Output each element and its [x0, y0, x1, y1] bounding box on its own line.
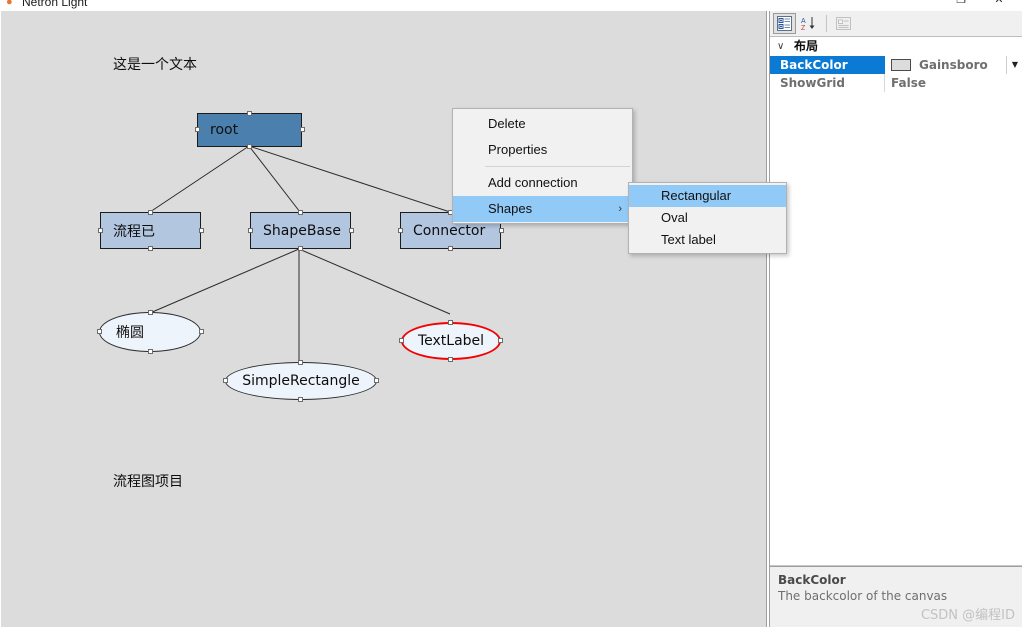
- property-grid-toolbar: A Z: [770, 11, 1022, 37]
- resize-grip[interactable]: [148, 349, 153, 354]
- diagram-canvas[interactable]: 这是一个文本 流程图项目 root 流程已 ShapeBase Connecto…: [1, 11, 767, 627]
- resize-grip[interactable]: [247, 144, 252, 149]
- property-description-title: BackColor: [778, 573, 846, 587]
- property-value[interactable]: Gainsboro: [885, 56, 1022, 74]
- shape-label: TextLabel: [417, 333, 485, 349]
- property-grid-panel: A Z ∨ 布局: [769, 11, 1022, 627]
- menu-item-delete[interactable]: Delete: [453, 111, 632, 137]
- property-description-body: The backcolor of the canvas: [778, 589, 948, 603]
- resize-grip[interactable]: [499, 228, 504, 233]
- property-description-pane: BackColor The backcolor of the canvas CS…: [770, 566, 1022, 627]
- diagram-shape-oval-simplerectangle[interactable]: SimpleRectangle: [225, 362, 377, 400]
- color-swatch: [891, 59, 911, 71]
- node-label: root: [210, 122, 239, 138]
- diagram-shape-oval-tuoyuan[interactable]: 椭圆: [99, 312, 201, 352]
- resize-grip[interactable]: [398, 228, 403, 233]
- canvas-text-label[interactable]: 流程图项目: [113, 474, 183, 490]
- categorized-icon[interactable]: [773, 13, 796, 34]
- submenu-item-text-label[interactable]: Text label: [629, 229, 786, 251]
- window-title: Netron Light: [22, 0, 88, 9]
- app-icon: ●: [6, 0, 13, 8]
- menu-item-add-connection[interactable]: Add connection: [453, 170, 632, 196]
- resize-grip[interactable]: [199, 228, 204, 233]
- canvas-text-label[interactable]: 这是一个文本: [113, 57, 197, 73]
- resize-grip[interactable]: [195, 127, 200, 132]
- property-value[interactable]: False: [885, 74, 1022, 92]
- property-grid-rows[interactable]: ∨ 布局 BackColor Gainsboro ▼ ShowGrid Fals…: [770, 37, 1022, 566]
- property-value-text: False: [891, 76, 926, 90]
- close-icon[interactable]: ✕: [994, 0, 1004, 6]
- diagram-node-root[interactable]: root: [197, 113, 302, 147]
- resize-grip[interactable]: [97, 329, 102, 334]
- svg-text:A: A: [801, 18, 806, 25]
- submenu-item-rectangular[interactable]: Rectangular: [629, 185, 786, 207]
- submenu-item-label: Text label: [661, 232, 716, 247]
- resize-grip[interactable]: [448, 246, 453, 251]
- resize-grip[interactable]: [374, 378, 379, 383]
- menu-separator: [485, 166, 630, 167]
- property-value-text: Gainsboro: [919, 58, 988, 72]
- diagram-node-liucheng[interactable]: 流程已: [100, 212, 201, 249]
- title-bar: ● Netron Light ❐ ✕: [0, 0, 1022, 11]
- resize-grip[interactable]: [248, 228, 253, 233]
- submenu-item-label: Oval: [661, 210, 688, 225]
- resize-grip[interactable]: [448, 357, 453, 362]
- resize-grip[interactable]: [399, 338, 404, 343]
- resize-grip[interactable]: [148, 246, 153, 251]
- resize-grip[interactable]: [349, 228, 354, 233]
- node-label: Connector: [413, 222, 486, 239]
- chevron-down-icon[interactable]: ▼: [1006, 56, 1022, 74]
- resize-grip[interactable]: [148, 310, 153, 315]
- property-row-backcolor[interactable]: BackColor Gainsboro ▼: [770, 56, 1022, 74]
- node-label: 流程已: [113, 223, 155, 240]
- chevron-down-icon[interactable]: ∨: [777, 41, 785, 52]
- menu-item-properties[interactable]: Properties: [453, 137, 632, 163]
- resize-grip[interactable]: [498, 338, 503, 343]
- resize-grip[interactable]: [199, 329, 204, 334]
- watermark: CSDN @编程ID: [920, 608, 1015, 623]
- resize-grip[interactable]: [298, 210, 303, 215]
- property-row-showgrid[interactable]: ShowGrid False: [770, 74, 1022, 92]
- alphabetical-icon[interactable]: A Z: [798, 13, 821, 34]
- submenu-item-oval[interactable]: Oval: [629, 207, 786, 229]
- property-category-layout[interactable]: ∨ 布局: [770, 37, 1022, 56]
- diagram-node-shapebase[interactable]: ShapeBase: [250, 212, 351, 249]
- node-label: ShapeBase: [263, 222, 341, 239]
- menu-item-label: Add connection: [488, 175, 578, 190]
- shape-label: 椭圆: [116, 325, 144, 341]
- menu-item-label: Properties: [488, 142, 548, 157]
- shape-label: SimpleRectangle: [242, 373, 360, 389]
- resize-grip[interactable]: [223, 378, 228, 383]
- property-category-label: 布局: [794, 39, 819, 53]
- menu-item-shapes[interactable]: Shapes ›: [453, 196, 632, 222]
- context-submenu-shapes[interactable]: Rectangular Oval Text label: [628, 182, 787, 254]
- maximize-icon[interactable]: ❐: [956, 0, 966, 6]
- diagram-shape-oval-textlabel[interactable]: TextLabel: [401, 322, 501, 360]
- resize-grip[interactable]: [247, 111, 252, 116]
- menu-item-label: Shapes: [488, 201, 533, 216]
- resize-grip[interactable]: [448, 320, 453, 325]
- resize-grip[interactable]: [298, 360, 303, 365]
- svg-text:Z: Z: [801, 25, 806, 31]
- submenu-item-label: Rectangular: [661, 188, 732, 203]
- menu-item-label: Delete: [488, 116, 526, 131]
- property-pages-icon[interactable]: [832, 13, 855, 34]
- property-name: ShowGrid: [770, 74, 885, 92]
- resize-grip[interactable]: [298, 397, 303, 402]
- property-name: BackColor: [770, 56, 885, 74]
- resize-grip[interactable]: [298, 246, 303, 251]
- toolbar-separator: [826, 15, 827, 32]
- context-menu[interactable]: Delete Properties Add connection Shapes …: [452, 108, 633, 224]
- resize-grip[interactable]: [300, 127, 305, 132]
- chevron-right-icon: ›: [618, 203, 622, 215]
- resize-grip[interactable]: [148, 210, 153, 215]
- connection-lines: [149, 145, 451, 363]
- resize-grip[interactable]: [98, 228, 103, 233]
